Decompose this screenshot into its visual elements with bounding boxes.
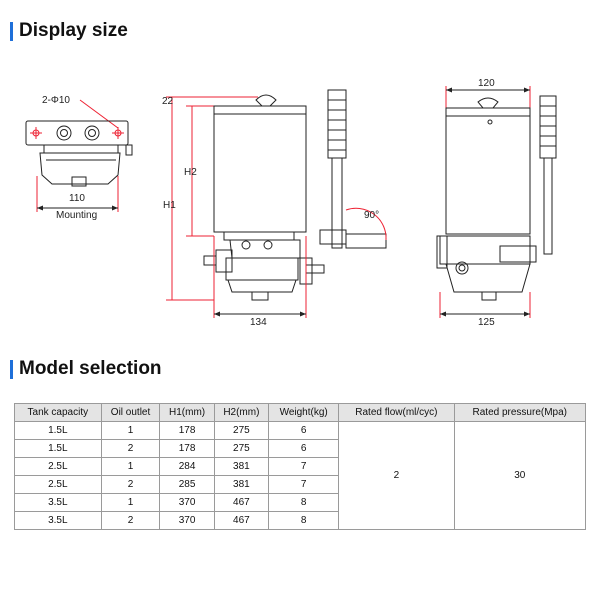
table-row: 1.5L 2 178 275 6 — [14, 439, 586, 458]
side-view: 120 125 — [436, 78, 557, 328]
dim-h2: H2 — [184, 167, 197, 178]
header-h2: H2(mm) — [213, 403, 270, 422]
header-rated-flow: Rated flow(ml/cyc) — [338, 403, 455, 422]
display-size-heading: Display size — [19, 20, 128, 41]
cell-h2: 381 — [213, 475, 270, 494]
table-header-row: Tank capacity Oil outlet H1(mm) H2(mm) W… — [14, 403, 587, 422]
cell-tank-capacity: 3.5L — [14, 511, 102, 530]
cell-h1: 178 — [159, 439, 215, 458]
cell-weight: 7 — [268, 475, 340, 494]
cell-h2: 381 — [213, 457, 270, 476]
cell-tank-capacity: 2.5L — [14, 457, 102, 476]
header-h1: H1(mm) — [159, 403, 215, 422]
cell-h1: 285 — [159, 475, 215, 494]
cell-weight: 6 — [268, 421, 340, 440]
dimension-drawing: 2-Φ10 110 Mounting 22 H2 H1 — [25, 78, 557, 328]
dim-h1: H1 — [163, 200, 176, 211]
table-row: 2.5L 2 285 381 7 — [14, 475, 586, 494]
table-row: 2.5L 1 284 381 7 — [14, 457, 586, 476]
cell-tank-capacity: 1.5L — [14, 439, 102, 458]
header-rated-pressure: Rated pressure(Mpa) — [453, 403, 587, 422]
mounting-caption: Mounting — [56, 210, 97, 221]
cell-h1: 284 — [159, 457, 215, 476]
cell-oil-outlet: 1 — [100, 457, 161, 476]
cell-oil-outlet: 2 — [100, 511, 161, 530]
cell-weight: 7 — [268, 457, 340, 476]
cell-oil-outlet: 2 — [100, 475, 161, 494]
cell-h2: 467 — [213, 511, 270, 530]
dim-22: 22 — [162, 96, 174, 107]
mount-hole-label: 2-Φ10 — [42, 95, 70, 106]
table-row: 3.5L 2 370 467 8 — [14, 511, 586, 530]
dim-120: 120 — [478, 78, 495, 89]
dim-134: 134 — [250, 317, 267, 328]
title-accent-bar — [10, 21, 13, 41]
cell-weight: 8 — [268, 511, 340, 530]
cell-oil-outlet: 1 — [100, 493, 161, 512]
table-row: 3.5L 1 370 467 8 — [14, 493, 586, 512]
table-row: 1.5L 1 178 275 6 2 30 — [14, 421, 587, 530]
cell-tank-capacity: 2.5L — [14, 475, 102, 494]
header-tank-capacity: Tank capacity — [14, 403, 102, 422]
model-selection-heading: Model selection — [19, 358, 162, 379]
cell-h1: 178 — [159, 421, 215, 440]
cell-rated-pressure: 30 — [453, 421, 587, 530]
dim-125: 125 — [478, 317, 495, 328]
dim-angle: 90° — [364, 210, 379, 221]
display-size-title: Display size — [10, 20, 128, 42]
title-accent-bar — [10, 359, 13, 379]
cell-weight: 8 — [268, 493, 340, 512]
cell-oil-outlet: 2 — [100, 439, 161, 458]
cell-h2: 467 — [213, 493, 270, 512]
cell-oil-outlet: 1 — [100, 421, 161, 440]
cell-h2: 275 — [213, 439, 270, 458]
cell-tank-capacity: 1.5L — [14, 421, 102, 440]
mount-width-dimension: 110 — [69, 193, 85, 204]
header-weight: Weight(kg) — [268, 403, 340, 422]
cell-tank-capacity: 3.5L — [14, 493, 102, 512]
cell-h2: 275 — [213, 421, 270, 440]
model-selection-table: Tank capacity Oil outlet H1(mm) H2(mm) W… — [14, 403, 587, 530]
cell-h1: 370 — [159, 493, 215, 512]
cell-rated-flow: 2 — [338, 421, 455, 530]
front-view: 22 H2 H1 90° 134 — [162, 89, 387, 328]
header-oil-outlet: Oil outlet — [100, 403, 161, 422]
model-selection-title: Model selection — [10, 358, 162, 380]
cell-weight: 6 — [268, 439, 340, 458]
mounting-view: 2-Φ10 110 Mounting — [25, 95, 133, 221]
cell-h1: 370 — [159, 511, 215, 530]
